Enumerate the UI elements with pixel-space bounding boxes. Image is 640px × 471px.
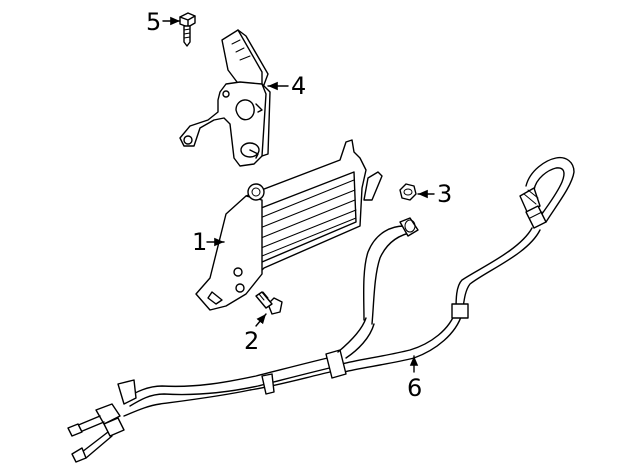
callout-2: 2 — [244, 313, 267, 355]
callout-4: 4 — [267, 72, 306, 100]
callout-number-2: 2 — [244, 327, 259, 355]
callout-6: 6 — [407, 355, 422, 402]
bolt-part-5 — [179, 12, 196, 47]
callout-number-3: 3 — [437, 180, 452, 208]
bracket-part-4 — [179, 29, 271, 167]
callout-5: 5 — [146, 8, 181, 36]
callout-number-6: 6 — [407, 374, 422, 402]
callout-1: 1 — [192, 228, 225, 256]
hose-assembly-part-6 — [67, 156, 575, 463]
callout-leader-2 — [255, 313, 267, 327]
callout-number-1: 1 — [192, 228, 207, 256]
callout-number-5: 5 — [146, 8, 161, 36]
callout-number-4: 4 — [291, 72, 306, 100]
bolt-part-2 — [255, 291, 283, 315]
oil-cooler-part-1 — [195, 139, 383, 311]
nut-part-3 — [399, 183, 417, 201]
callout-3: 3 — [417, 180, 452, 208]
